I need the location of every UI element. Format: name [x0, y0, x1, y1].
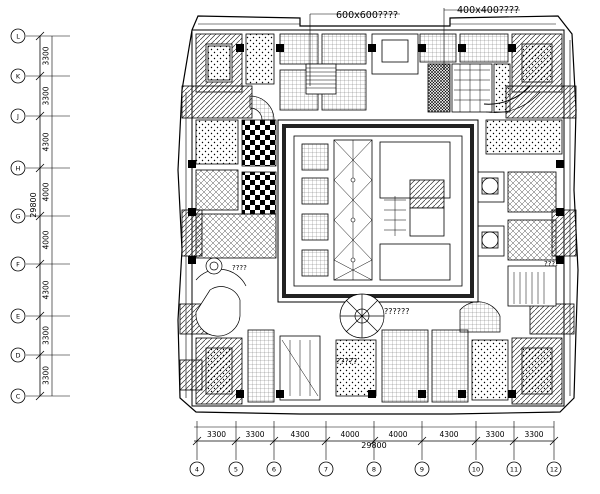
grid-label: 11 — [510, 466, 518, 474]
left-total-dimension: 29800 — [29, 192, 38, 217]
bottom-grid-axis: 4 5 6 7 8 9 10 11 12 3300 3300 4300 4000 4000 4300 330… — [189, 421, 562, 477]
grid-label: 6 — [272, 466, 276, 474]
dimension-label: 4000 — [42, 182, 51, 201]
grid-bubble — [10, 388, 26, 404]
grid-bubble — [414, 461, 430, 477]
grid-label: 7 — [324, 466, 328, 474]
dimension-label: 4000 — [340, 430, 359, 439]
dimension-label: 4300 — [42, 132, 51, 151]
grid-label: J — [16, 113, 19, 121]
annotations: 600x600???? 400x400???? ?????? ????? ???… — [232, 5, 559, 366]
grid-bubble — [546, 461, 562, 477]
dimension-label: 3300 — [207, 430, 226, 439]
grid-label: 12 — [550, 466, 558, 474]
right-room-label: ???? — [544, 260, 559, 268]
grid-label: 4 — [195, 466, 199, 474]
left-room-label: ???? — [232, 264, 247, 272]
dimension-label: 4300 — [439, 430, 458, 439]
grid-bubble — [318, 461, 334, 477]
dimension-label: 4000 — [388, 430, 407, 439]
grid-label: K — [16, 73, 21, 81]
central-core — [277, 119, 479, 303]
tile-400-label: 400x400???? — [457, 5, 519, 16]
grid-bubble — [366, 461, 382, 477]
grid-bubble — [10, 256, 26, 272]
grid-label: L — [16, 33, 20, 41]
grid-label: G — [15, 213, 20, 221]
grid-label: F — [16, 261, 20, 269]
grid-bubble — [189, 461, 205, 477]
spiral-stairs — [195, 85, 541, 339]
dimension-label: 3300 — [485, 430, 504, 439]
grid-bubble — [228, 461, 244, 477]
grid-bubble — [10, 347, 26, 363]
dimension-label: 3300 — [42, 366, 51, 385]
dimension-label: 3300 — [42, 46, 51, 65]
left-grid-axis: L K J H G F E D C 3300 3300 4300 4000 4000 4300 3300 33… — [10, 28, 70, 404]
grid-label: 5 — [234, 466, 238, 474]
dimension-label: 3300 — [524, 430, 543, 439]
grid-bubble — [10, 68, 26, 84]
left-rooms — [179, 119, 277, 335]
dimension-label: 4300 — [290, 430, 309, 439]
grid-bubble — [10, 108, 26, 124]
dimension-label: 3300 — [42, 86, 51, 105]
grid-bubble — [10, 208, 26, 224]
grid-label: H — [16, 165, 21, 173]
top-rooms — [181, 33, 577, 119]
grid-label: C — [16, 393, 21, 401]
bottom-total-dimension: 29800 — [361, 441, 386, 450]
grid-bubble — [10, 28, 26, 44]
grid-label: E — [16, 313, 20, 321]
dimension-label: 3300 — [245, 430, 264, 439]
grid-label: 10 — [472, 466, 480, 474]
grid-label: 9 — [420, 466, 424, 474]
corner-rooms — [195, 33, 563, 405]
grid-bubble — [266, 461, 282, 477]
grid-label: D — [15, 352, 20, 360]
tile-600-label: 600x600???? — [336, 10, 398, 21]
central-rotunda — [339, 293, 385, 339]
right-rooms — [475, 119, 577, 335]
dimension-label: 4000 — [42, 230, 51, 249]
grid-label: 8 — [372, 466, 376, 474]
dimension-label: 4300 — [42, 280, 51, 299]
bottom-rooms — [179, 329, 509, 403]
stair-label: ????? — [336, 357, 357, 366]
grid-bubble — [10, 308, 26, 324]
dimension-label: 3300 — [42, 326, 51, 345]
grid-bubble — [468, 461, 484, 477]
center-label: ?????? — [384, 307, 409, 316]
structural-columns — [188, 44, 564, 398]
grid-bubble — [506, 461, 522, 477]
grid-bubble — [10, 160, 26, 176]
